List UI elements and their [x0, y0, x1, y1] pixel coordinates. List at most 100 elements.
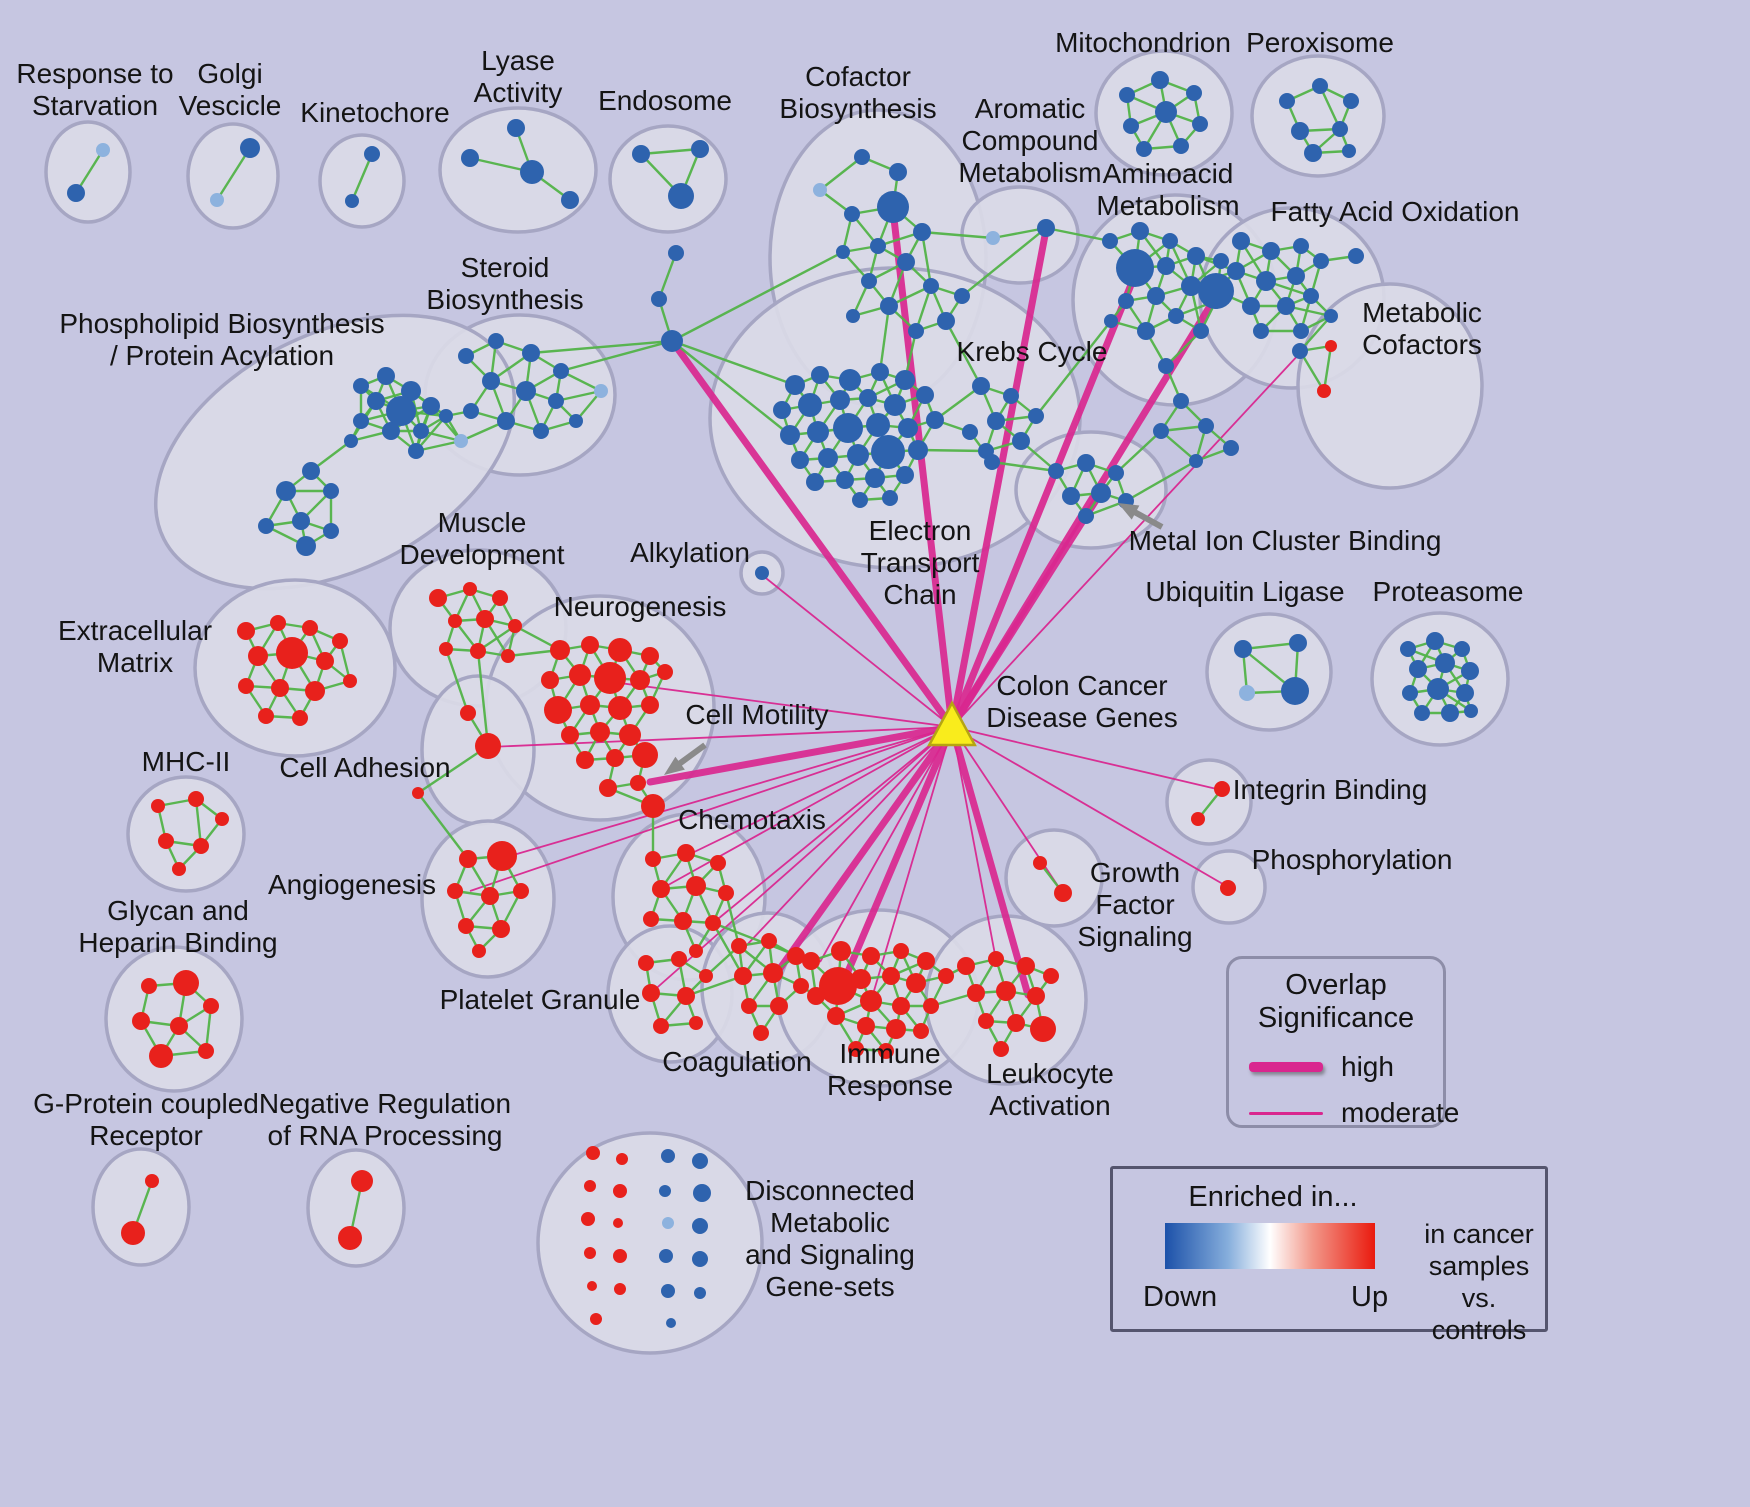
electron-transport-chain-node[interactable]	[882, 490, 898, 506]
extracellular-matrix-node[interactable]	[305, 681, 325, 701]
extracellular-matrix-node[interactable]	[237, 622, 255, 640]
growth-factor-signaling-node[interactable]	[1033, 856, 1047, 870]
disconnected-gene-sets-node[interactable]	[613, 1249, 627, 1263]
neurogenesis-node[interactable]	[606, 749, 624, 767]
lyase-activity-node[interactable]	[507, 119, 525, 137]
angiogenesis-node[interactable]	[458, 918, 474, 934]
connector-nodes-node[interactable]	[668, 245, 684, 261]
aminoacid-metabolism-node[interactable]	[1158, 358, 1174, 374]
proteasome-node[interactable]	[1456, 684, 1474, 702]
steroid-biosynthesis-node[interactable]	[488, 333, 504, 349]
muscle-development-node[interactable]	[470, 643, 486, 659]
leukocyte-activation-node[interactable]	[1027, 987, 1045, 1005]
fatty-acid-oxidation-node[interactable]	[1262, 242, 1280, 260]
proteasome-node[interactable]	[1461, 662, 1479, 680]
immune-response-node[interactable]	[831, 941, 851, 961]
fatty-acid-oxidation-node[interactable]	[1242, 297, 1260, 315]
neurogenesis-node[interactable]	[541, 671, 559, 689]
disconnected-gene-sets-node[interactable]	[694, 1287, 706, 1299]
krebs-cycle-node[interactable]	[987, 412, 1005, 430]
angiogenesis-node[interactable]	[481, 887, 499, 905]
glycan-heparin-binding-node[interactable]	[132, 1012, 150, 1030]
fatty-acid-oxidation-node[interactable]	[1256, 271, 1276, 291]
cofactor-biosynthesis-node[interactable]	[844, 206, 860, 222]
ubiquitin-ligase-node[interactable]	[1234, 640, 1252, 658]
immune-response-node[interactable]	[857, 1017, 875, 1035]
extracellular-matrix-node[interactable]	[292, 710, 308, 726]
electron-transport-chain-node[interactable]	[785, 375, 805, 395]
coagulation-node[interactable]	[793, 978, 809, 994]
extracellular-matrix-node[interactable]	[302, 620, 318, 636]
cofactor-biosynthesis-node[interactable]	[889, 163, 907, 181]
electron-transport-chain-node[interactable]	[833, 413, 863, 443]
leukocyte-activation-node[interactable]	[1007, 1014, 1025, 1032]
aminoacid-metabolism-node[interactable]	[1137, 322, 1155, 340]
steroid-biosynthesis-node[interactable]	[548, 393, 564, 409]
aminoacid-metabolism-node[interactable]	[1223, 440, 1239, 456]
disconnected-gene-sets-node[interactable]	[692, 1218, 708, 1234]
phospholipid-biosynthesis-node[interactable]	[413, 423, 429, 439]
disconnected-gene-sets-node[interactable]	[659, 1249, 673, 1263]
neurogenesis-node[interactable]	[641, 696, 659, 714]
cell-motility-node[interactable]	[641, 794, 665, 818]
leukocyte-activation-node[interactable]	[1017, 957, 1035, 975]
golgi-vescicle-node[interactable]	[210, 193, 224, 207]
immune-response-node[interactable]	[848, 1041, 864, 1057]
krebs-cycle-node[interactable]	[972, 377, 990, 395]
electron-transport-chain-node[interactable]	[871, 363, 889, 381]
angiogenesis-node[interactable]	[447, 883, 463, 899]
phospholipid-biosynthesis-node[interactable]	[276, 481, 296, 501]
metal-ion-cluster-binding-node[interactable]	[1078, 508, 1094, 524]
immune-response-node[interactable]	[827, 1007, 845, 1025]
proteasome-node[interactable]	[1441, 704, 1459, 722]
neurogenesis-node[interactable]	[608, 638, 632, 662]
platelet-granule-node[interactable]	[689, 1016, 703, 1030]
mitochondrion-node[interactable]	[1136, 141, 1152, 157]
extracellular-matrix-node[interactable]	[316, 652, 334, 670]
metabolic-cofactors-node[interactable]	[1317, 384, 1331, 398]
angiogenesis-node[interactable]	[513, 883, 529, 899]
electron-transport-chain-node[interactable]	[962, 424, 978, 440]
kinetochore-node[interactable]	[364, 146, 380, 162]
immune-response-node[interactable]	[819, 967, 857, 1005]
glycan-heparin-binding-node[interactable]	[149, 1044, 173, 1068]
peroxisome-node[interactable]	[1312, 78, 1328, 94]
platelet-granule-node[interactable]	[642, 984, 660, 1002]
leukocyte-activation-node[interactable]	[978, 1013, 994, 1029]
metal-ion-cluster-binding-node[interactable]	[1062, 487, 1080, 505]
steroid-biosynthesis-node[interactable]	[594, 384, 608, 398]
neurogenesis-node[interactable]	[594, 662, 626, 694]
extracellular-matrix-node[interactable]	[238, 678, 254, 694]
neurogenesis-node[interactable]	[544, 696, 572, 724]
lyase-activity-node[interactable]	[461, 149, 479, 167]
proteasome-node[interactable]	[1427, 678, 1449, 700]
disconnected-gene-sets-node[interactable]	[692, 1251, 708, 1267]
krebs-cycle-node[interactable]	[1012, 432, 1030, 450]
glycan-heparin-binding-node[interactable]	[198, 1043, 214, 1059]
glycan-heparin-binding-node[interactable]	[203, 998, 219, 1014]
phospholipid-biosynthesis-node[interactable]	[454, 434, 468, 448]
cell-adhesion-node[interactable]	[460, 705, 476, 721]
endosome-node[interactable]	[632, 145, 650, 163]
mitochondrion-node[interactable]	[1123, 118, 1139, 134]
disconnected-gene-sets-node[interactable]	[613, 1184, 627, 1198]
negative-regulation-rna-processing-node[interactable]	[351, 1170, 373, 1192]
immune-response-node[interactable]	[878, 1043, 894, 1059]
chemotaxis-node[interactable]	[705, 915, 721, 931]
aminoacid-metabolism-node[interactable]	[1168, 308, 1184, 324]
fatty-acid-oxidation-node[interactable]	[1277, 297, 1295, 315]
disconnected-gene-sets-node[interactable]	[613, 1218, 623, 1228]
colon-cancer-hub-node[interactable]	[927, 700, 977, 747]
proteasome-node[interactable]	[1435, 653, 1455, 673]
cell-motility-node[interactable]	[630, 775, 646, 791]
neurogenesis-node[interactable]	[580, 695, 600, 715]
electron-transport-chain-node[interactable]	[984, 454, 1000, 470]
electron-transport-chain-node[interactable]	[871, 435, 905, 469]
chemotaxis-node[interactable]	[718, 885, 734, 901]
angiogenesis-node[interactable]	[472, 944, 486, 958]
aminoacid-metabolism-node[interactable]	[1147, 287, 1165, 305]
disconnected-gene-sets-node[interactable]	[692, 1153, 708, 1169]
connector-nodes-node[interactable]	[661, 330, 683, 352]
response-to-starvation-node[interactable]	[96, 143, 110, 157]
phospholipid-biosynthesis-node[interactable]	[401, 381, 421, 401]
